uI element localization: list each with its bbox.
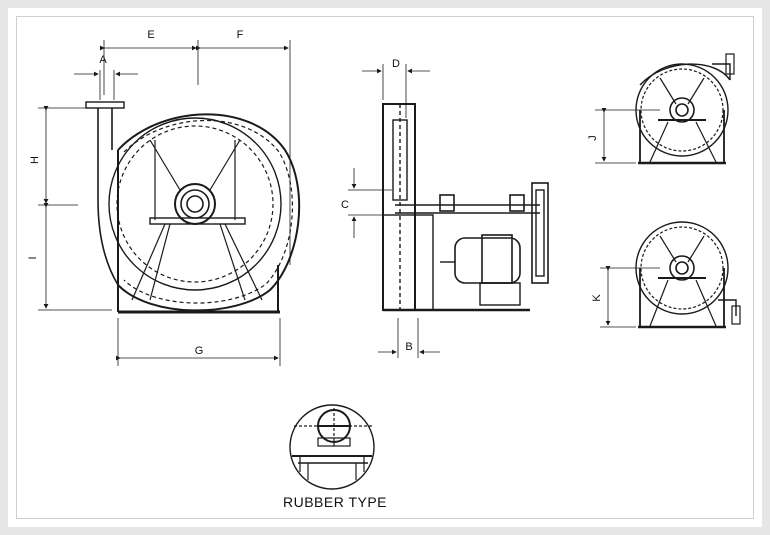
housing-outer — [117, 113, 301, 312]
label-c: C — [341, 199, 349, 211]
variant-downblast-dimension — [600, 266, 660, 328]
housing-dashed — [123, 119, 294, 304]
label-k: K — [591, 294, 603, 302]
motor-body — [454, 237, 521, 284]
outlet-duct — [97, 108, 119, 286]
variant-upblast-dimension — [595, 108, 660, 164]
bearing-right — [509, 194, 525, 212]
side-base — [382, 214, 434, 311]
rubber-type-detail — [289, 404, 375, 490]
motor-base — [479, 282, 521, 306]
impeller-inner — [116, 125, 274, 283]
side-view — [382, 103, 549, 312]
bearing-left — [439, 194, 455, 212]
label-e: E — [147, 29, 154, 41]
caption-rubber-type: RUBBER TYPE — [283, 494, 387, 510]
impeller-outer — [108, 117, 282, 291]
label-h: H — [29, 156, 41, 164]
variant-upblast — [635, 53, 735, 165]
detail-circle — [289, 404, 375, 490]
hub-inner — [186, 195, 204, 213]
label-d: D — [392, 58, 400, 70]
inner-border — [16, 16, 754, 519]
label-g: G — [195, 345, 204, 357]
label-f: F — [237, 29, 244, 41]
pulley — [531, 182, 549, 284]
label-a: A — [99, 54, 107, 66]
hub-mid — [180, 189, 210, 219]
label-j: J — [587, 135, 599, 141]
side-housing — [382, 103, 416, 311]
label-i: I — [27, 256, 39, 259]
front-view — [85, 101, 301, 314]
variant-downblast — [635, 221, 741, 329]
side-dimensions — [348, 64, 440, 358]
front-dimensions — [38, 40, 291, 366]
label-b: B — [405, 341, 412, 353]
outlet-flange — [85, 101, 125, 109]
hub-plate — [149, 217, 246, 225]
